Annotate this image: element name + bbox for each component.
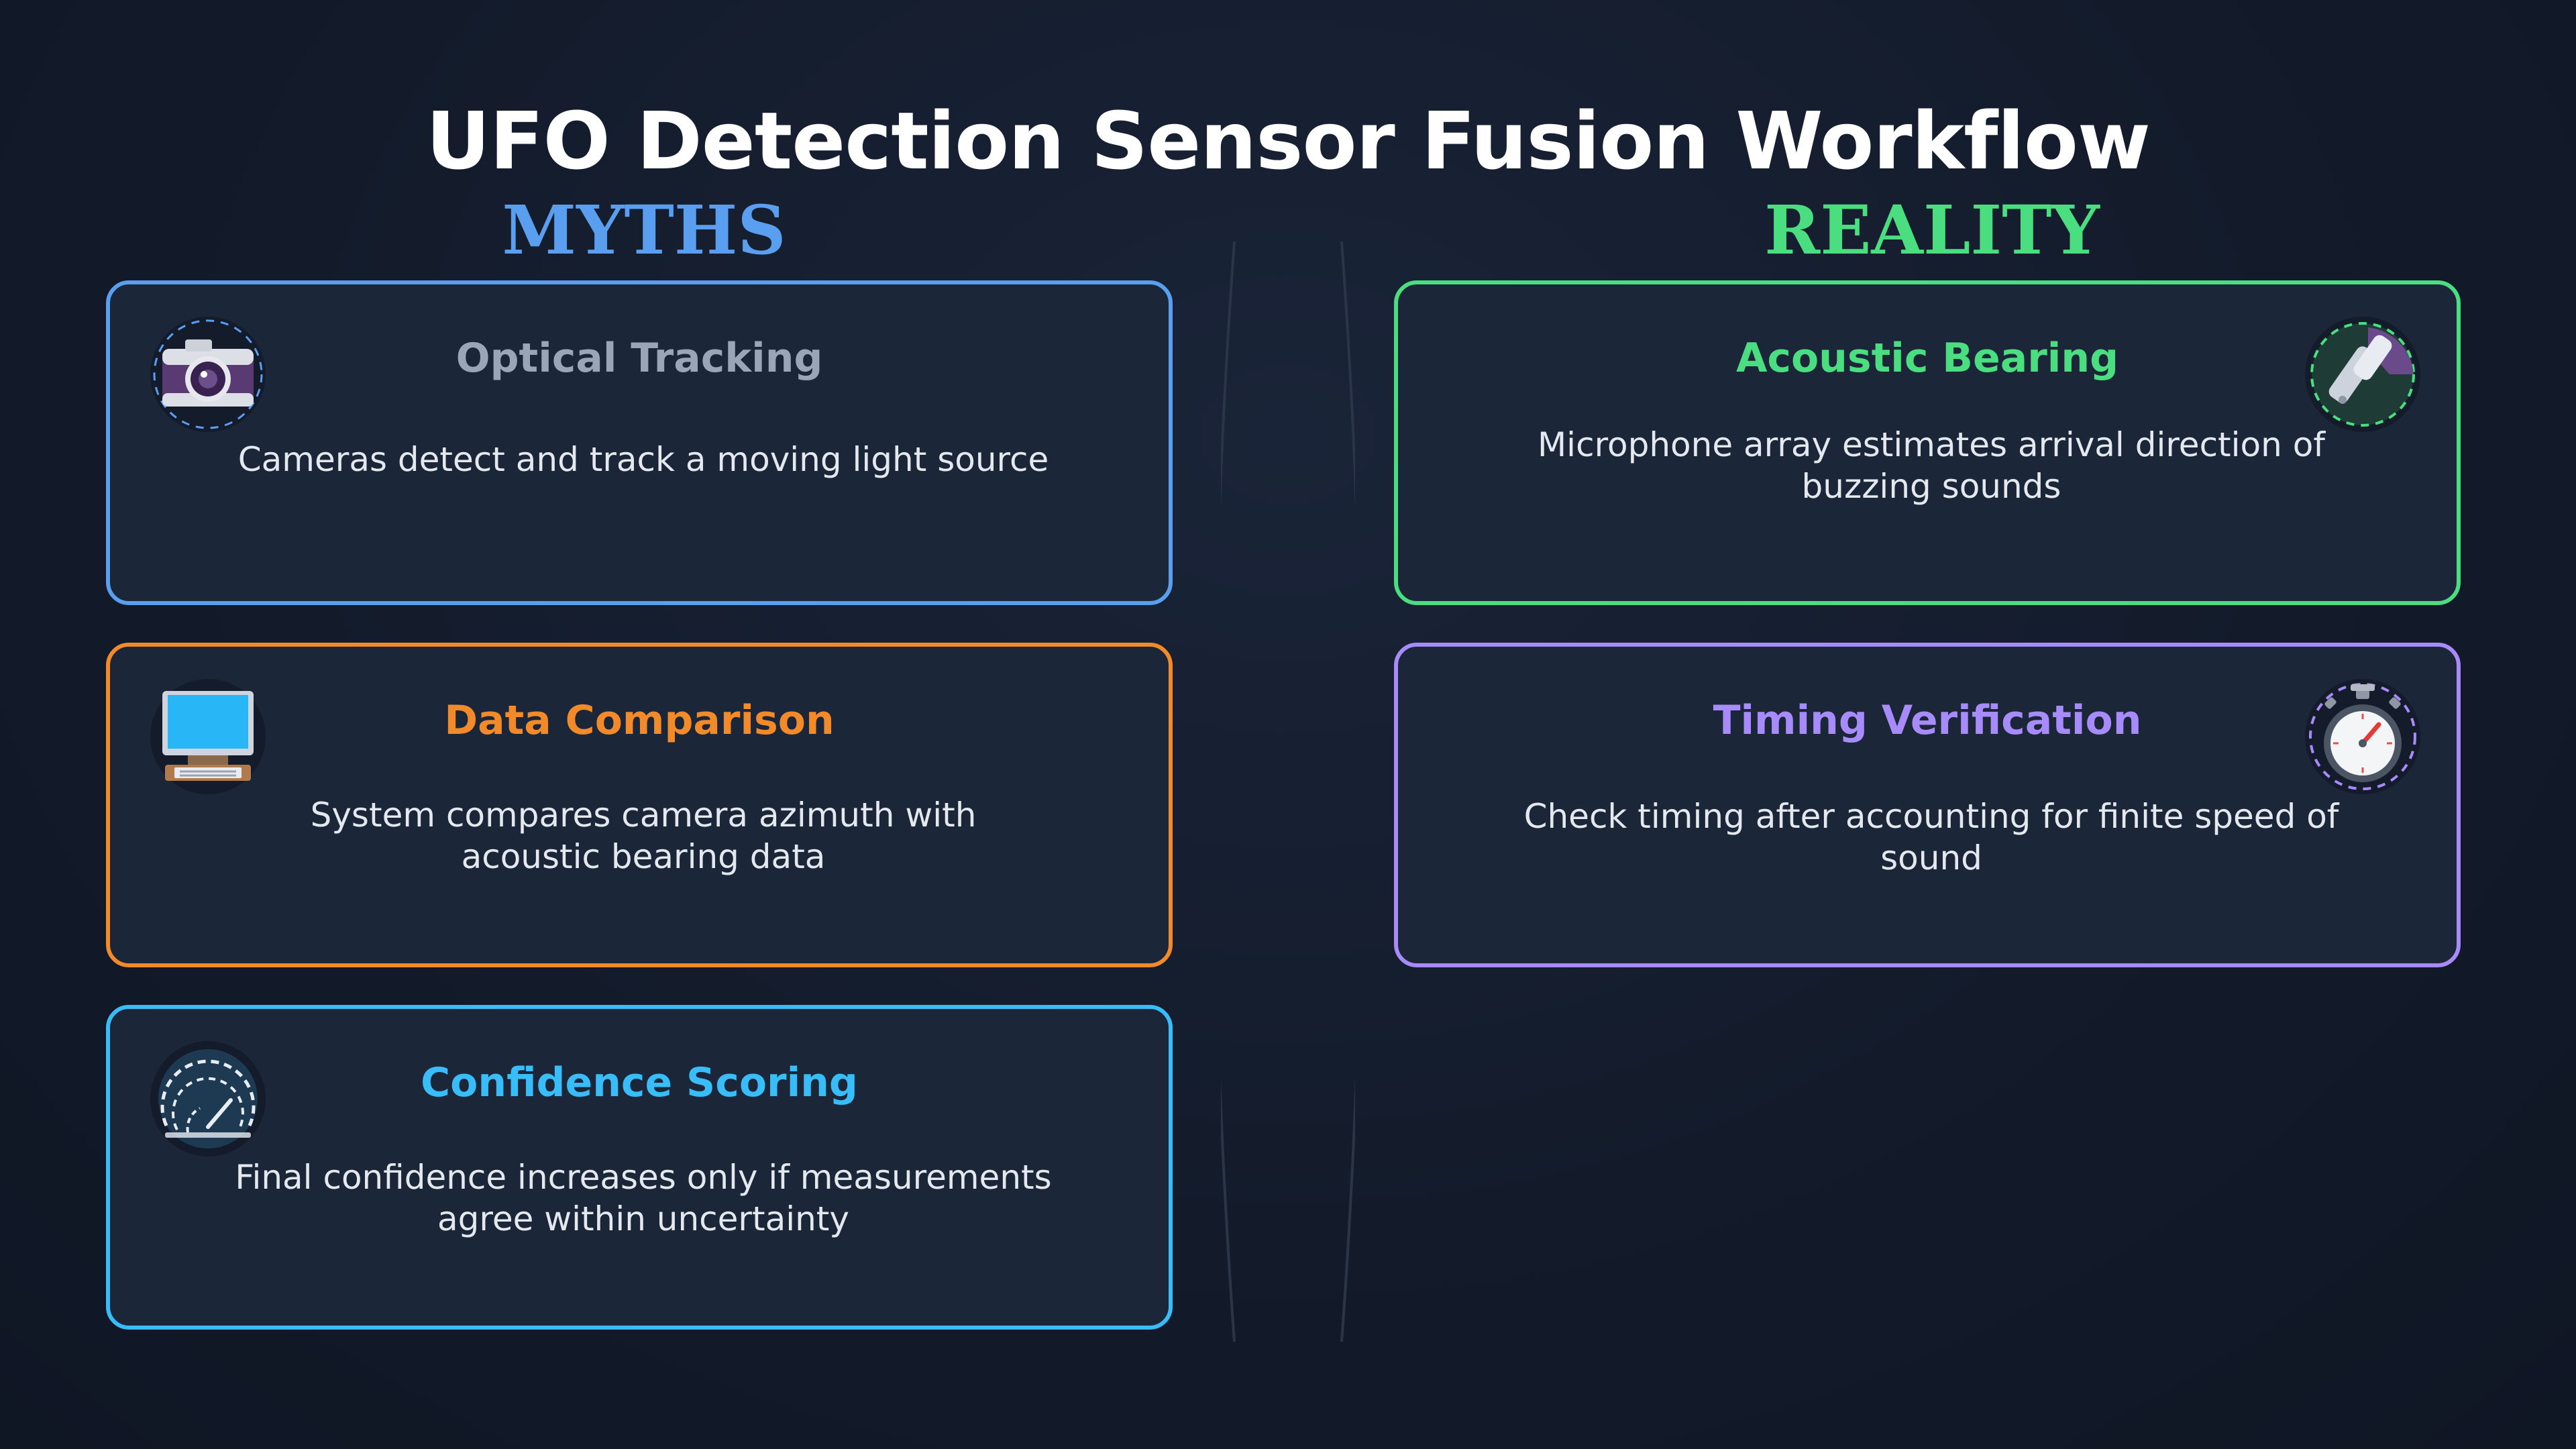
card-description: System compares camera azimuth with acou… [310,796,977,876]
computer-icon [148,676,268,797]
card-title: Timing Verification [1713,697,2142,744]
card-data-comparison: Data Comparison System compares camera a… [106,643,1173,967]
card-acoustic-bearing: Acoustic Bearing Microphone array estima… [1394,280,2461,605]
page-title: UFO Detection Sensor Fusion Workflow [426,95,2151,187]
card-title: Optical Tracking [455,335,823,382]
reality-heading: REALITY [1764,191,2100,270]
camera-icon [148,314,268,435]
card-description: Cameras detect and track a moving light … [237,440,1049,479]
card-description: Check timing after accounting for finite… [1523,797,2339,877]
card-title: Confidence Scoring [421,1059,858,1106]
myths-heading: MYTHS [502,191,786,270]
stopwatch-icon [2302,676,2423,797]
microphone-icon [2302,314,2423,435]
card-timing-verification: Timing Verification Check timing after a… [1394,643,2461,967]
card-optical-tracking: Optical Tracking Cameras detect and trac… [106,280,1173,605]
card-title: Data Comparison [444,697,835,744]
gauge-icon [148,1038,268,1159]
card-description: Final confidence increases only if measu… [235,1158,1052,1238]
card-title: Acoustic Bearing [1735,335,2119,382]
card-description: Microphone array estimates arrival direc… [1538,425,2325,506]
center-divider [1221,241,1355,1342]
card-confidence-scoring: Confidence Scoring Final confidence incr… [106,1005,1173,1330]
